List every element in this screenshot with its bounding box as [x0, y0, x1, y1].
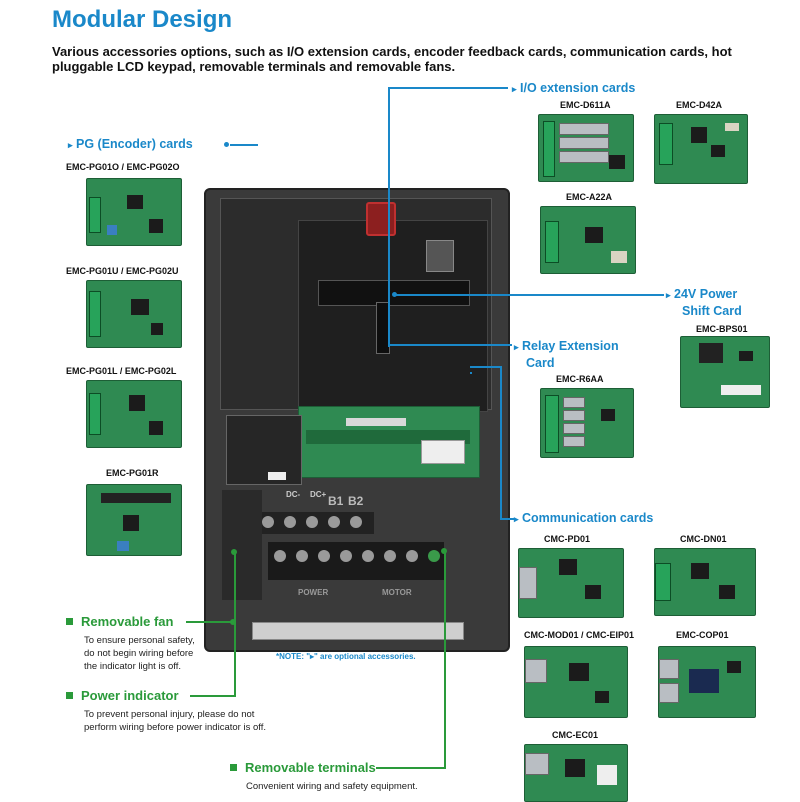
emc-pg01r-card-image — [86, 484, 182, 556]
card-label-emc-pg01r: EMC-PG01R — [106, 468, 159, 478]
emc-cop01-card-image — [658, 646, 756, 718]
card-label-cmc-dn01: CMC-DN01 — [680, 534, 727, 544]
removable-fan-desc: To ensure personal safety, do not begin … — [84, 635, 195, 672]
card-label-emc-pg01l: EMC-PG01L / EMC-PG02L — [66, 366, 177, 376]
card-label-cmc-pd01: CMC-PD01 — [544, 534, 591, 544]
power-indicator-desc: To prevent personal injury, please do no… — [84, 709, 266, 733]
intro-text: Various accessories options, such as I/O… — [52, 44, 732, 74]
cmc-mod01-card-image — [524, 646, 628, 718]
b2-label: B2 — [348, 494, 364, 508]
power-label: POWER — [298, 588, 329, 597]
card-label-emc-pg01o: EMC-PG01O / EMC-PG02O — [66, 162, 180, 172]
card-label-emc-a22a: EMC-A22A — [566, 192, 613, 202]
removable-terminals-heading: Removable terminals — [230, 760, 376, 776]
cmc-ec01-card-image — [524, 744, 628, 802]
card-label-emc-pg01u: EMC-PG01U / EMC-PG02U — [66, 266, 179, 276]
motor-label: MOTOR — [382, 588, 412, 597]
emc-a22a-card-image — [540, 206, 636, 274]
drive-illustration: DC- DC+ B1 B2 POWER MOTOR — [204, 188, 510, 652]
emc-r6aa-card-image — [540, 388, 634, 458]
card-label-emc-cop01: EMC-COP01 — [676, 630, 729, 640]
emc-d42a-card-image — [654, 114, 748, 184]
emc-pg01l-card-image — [86, 380, 182, 448]
page-title: Modular Design — [52, 6, 233, 33]
pg-encoder-heading: ▸ PG (Encoder) cards — [68, 137, 193, 151]
power-shift-heading: ▸ 24V Power Shift Card — [666, 287, 742, 318]
emc-pg01u-card-image — [86, 280, 182, 348]
card-label-emc-bps01: EMC-BPS01 — [696, 324, 748, 334]
communication-heading: ▸ Communication cards — [514, 511, 654, 525]
removable-terminals-desc: Convenient wiring and safety equipment. — [246, 781, 418, 792]
card-label-emc-d611a: EMC-D611A — [560, 100, 611, 110]
card-label-emc-r6aa: EMC-R6AA — [556, 374, 604, 384]
card-label-cmc-mod01: CMC-MOD01 / CMC-EIP01 — [524, 630, 635, 640]
emc-d611a-card-image — [538, 114, 634, 182]
optional-note: *NOTE: "▸" are optional accessories. — [276, 652, 416, 661]
cmc-pd01-card-image — [518, 548, 624, 618]
io-extension-heading: ▸ I/O extension cards — [512, 81, 636, 95]
relay-extension-heading: ▸ Relay Extension Card — [514, 339, 619, 370]
b1-label: B1 — [328, 494, 344, 508]
removable-fan-heading: Removable fan — [66, 614, 173, 630]
card-label-cmc-ec01: CMC-EC01 — [552, 730, 599, 740]
power-indicator-heading: Power indicator — [66, 688, 179, 704]
cmc-dn01-card-image — [654, 548, 756, 616]
dc-minus-label: DC- — [286, 490, 301, 499]
emc-bps01-card-image — [680, 336, 770, 408]
card-label-emc-d42a: EMC-D42A — [676, 100, 723, 110]
emc-pg01o-card-image — [86, 178, 182, 246]
dc-plus-label: DC+ — [310, 490, 327, 499]
